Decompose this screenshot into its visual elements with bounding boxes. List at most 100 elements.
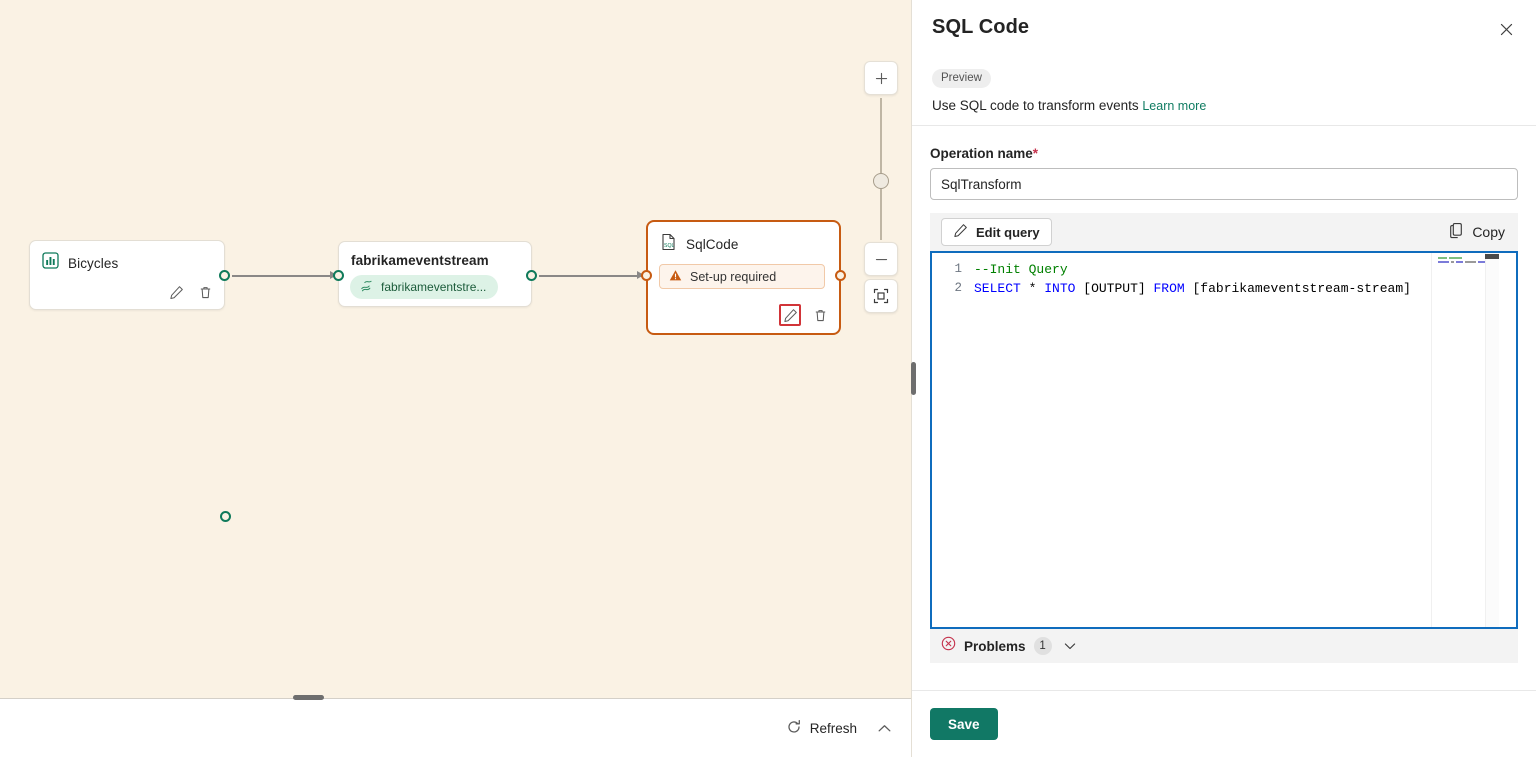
minimap-line [1465,261,1476,263]
code-text: SELECT * INTO [OUTPUT] FROM [fabrikameve… [974,279,1411,298]
canvas-bottom-bar: Refresh [0,699,911,757]
minimap-scroll-thumb[interactable] [1485,254,1499,259]
canvas-node-bicycles[interactable]: Bicycles [29,240,231,522]
preview-badge: Preview [932,69,991,88]
code-text: --Init Query [974,262,1068,277]
stream-output-port[interactable] [526,270,537,281]
panel-body: Operation name* Edit query [912,126,1536,663]
sql-keyword: SELECT [974,281,1021,296]
close-icon[interactable] [1493,16,1519,42]
sql-output-target: [OUTPUT] [1075,281,1154,296]
node-actions [779,304,830,326]
status-label: Set-up required [690,269,777,284]
problems-label: Problems [964,638,1026,654]
sql-file-icon: SQL [660,233,677,256]
canvas-bottom-divider [0,698,911,699]
operation-name-label: Operation name* [930,146,1518,161]
stream-source-pill[interactable]: fabrikameventstre... [350,275,498,299]
pencil-icon [953,223,968,241]
learn-more-link[interactable]: Learn more [1142,99,1207,113]
node-header: Bicycles [30,241,224,274]
code-space [1021,281,1029,296]
minimap-line [1478,261,1485,263]
node-output-port[interactable] [220,511,231,522]
panel-description: Use SQL code to transform events Learn m… [932,98,1516,113]
vertical-resize-handle[interactable] [911,362,916,395]
operation-name-text: Operation name [930,146,1033,161]
setup-required-status: Set-up required [659,264,825,289]
code-lines[interactable]: 1 --Init Query 2 SELECT * INTO [OUTPUT] … [932,260,1516,298]
edit-node-highlight [779,304,801,326]
sql-source-table: [fabrikameventstream-stream] [1184,281,1411,296]
zoom-slider-track[interactable] [880,98,882,240]
zoom-slider-thumb[interactable] [873,173,889,189]
copy-icon [1449,222,1465,242]
panel-description-text: Use SQL code to transform events [932,98,1139,113]
minimap-line [1438,261,1449,263]
code-line: 1 --Init Query [932,260,1516,279]
node-title-label: SqlCode [686,237,739,252]
bar-chart-icon [42,252,59,274]
line-number: 2 [954,281,962,295]
connector-arrow-2 [637,271,644,279]
delete-node-icon[interactable] [195,282,215,302]
sql-code-editor[interactable]: 1 --Init Query 2 SELECT * INTO [OUTPUT] … [930,251,1518,629]
chevron-down-icon[interactable] [1060,636,1080,656]
eventstream-icon [360,279,374,296]
edit-query-label: Edit query [976,224,1040,240]
chevron-up-icon[interactable] [874,718,894,738]
minimap-line [1449,257,1462,259]
minimap-line [1456,261,1463,263]
error-circle-icon [941,636,956,656]
sqlcode-input-port[interactable] [641,270,652,281]
zoom-in-button[interactable] [864,61,898,95]
node-header: SQL SqlCode [648,222,839,256]
sql-keyword: INTO [1044,281,1076,296]
sql-code-panel: SQL Code Preview Use SQL code to transfo… [912,0,1536,757]
minimap-line [1451,261,1454,263]
problems-bar[interactable]: Problems 1 [930,629,1518,663]
problems-count-badge: 1 [1033,637,1052,655]
operation-name-input[interactable] [930,168,1518,200]
copy-label: Copy [1472,224,1505,240]
editor-toolbar: Edit query Copy [930,213,1518,251]
eventstream-canvas[interactable]: Bicycles fabrikameventstream [0,0,911,757]
connector-bicycles-to-stream [232,275,340,277]
bicycles-output-port[interactable] [219,270,230,281]
horizontal-resize-handle[interactable] [293,695,324,700]
node-header: fabrikameventstream [339,242,531,268]
sql-keyword: FROM [1153,281,1185,296]
code-line: 2 SELECT * INTO [OUTPUT] FROM [fabrikame… [932,279,1516,298]
minimap-line [1438,257,1447,259]
fit-to-screen-button[interactable] [864,279,898,313]
refresh-label: Refresh [809,720,857,736]
stream-pill-label: fabrikameventstre... [381,280,487,294]
node-title-label: Bicycles [68,255,119,271]
stream-input-port[interactable] [333,270,344,281]
delete-node-icon[interactable] [810,305,830,325]
save-button[interactable]: Save [930,708,998,740]
panel-header: SQL Code Preview Use SQL code to transfo… [912,0,1536,126]
canvas-node-sqlcode[interactable]: SQL SqlCode Set-up required [646,220,841,335]
editor-minimap[interactable] [1431,253,1499,627]
copy-button[interactable]: Copy [1449,222,1507,242]
refresh-icon [786,719,802,738]
zoom-out-button[interactable] [864,242,898,276]
node-title-label: fabrikameventstream [351,253,489,268]
page-title: SQL Code [932,16,1030,38]
edit-query-button[interactable]: Edit query [941,218,1052,246]
canvas-node-fabrikameventstream[interactable]: fabrikameventstream fabrikameventstre... [338,241,532,307]
warning-triangle-icon [669,269,682,285]
sqlcode-output-port[interactable] [835,270,846,281]
refresh-button[interactable]: Refresh [786,719,857,738]
edit-node-icon[interactable] [781,305,799,325]
sql-star: * [1028,281,1037,296]
minimap-slider[interactable] [1485,253,1499,627]
required-asterisk: * [1032,146,1039,161]
edit-node-icon[interactable] [166,282,186,302]
svg-text:SQL: SQL [664,243,674,249]
line-number: 1 [954,262,962,276]
panel-footer: Save [912,690,1536,757]
connector-stream-to-sqlcode [539,275,647,277]
